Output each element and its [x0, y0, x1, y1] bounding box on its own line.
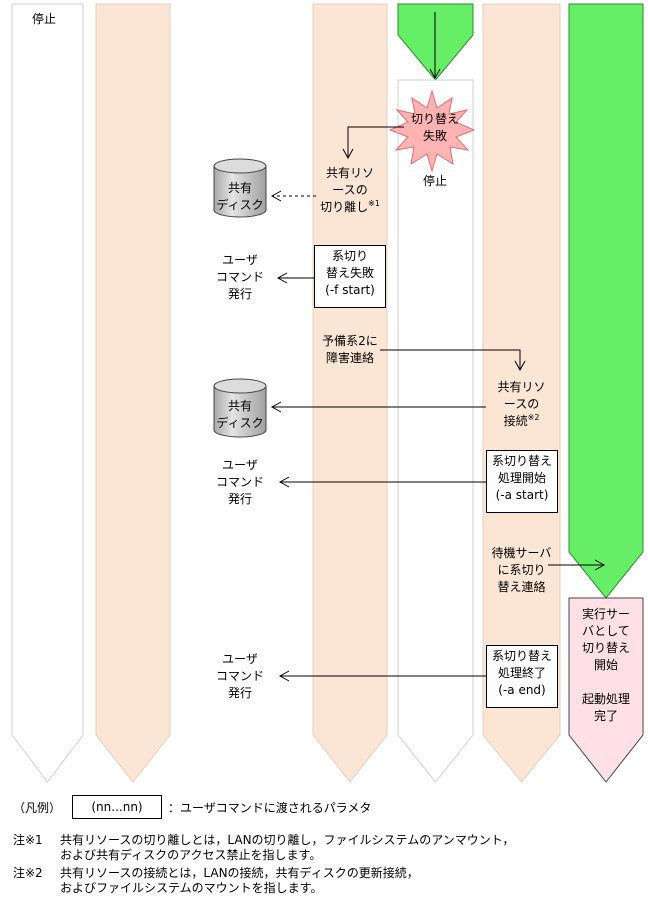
notify-wait-server-text: 待機サーバ に系切り 替え連絡 — [491, 546, 552, 594]
failover-start-box: 系切り替え 処理開始 (-a start) — [486, 450, 558, 513]
note-1-text: 共有リソースの切り離しとは，LANの切り離し，ファイルシステムのアンマウント， … — [60, 833, 515, 862]
failover-failed-starburst — [388, 89, 476, 173]
note-2-mark: 注※2 — [13, 866, 43, 880]
stop-label-top: 停止 — [32, 12, 57, 26]
lane-server-4 — [397, 79, 474, 783]
note-ref-2: ※2 — [527, 413, 540, 422]
legend-label: （凡例） — [13, 801, 62, 815]
arrow-notify-standby2 — [380, 349, 526, 372]
stop-label-mid: 停止 — [422, 174, 447, 188]
failover-end-box: 系切り替え 処理終了 (-a end) — [486, 645, 558, 708]
user-command-label-2: ユーザ コマンド 発行 — [215, 458, 264, 506]
active-server-text: 実行サー バとして 切り替え 開始 起動処理 完了 — [581, 607, 630, 723]
shared-disk-1-icon — [213, 158, 267, 218]
lane-server-1 — [11, 3, 84, 783]
active-server-box — [568, 597, 644, 783]
user-command-label-3: ユーザ コマンド 発行 — [215, 652, 264, 700]
legend-description: ：ユーザコマンドに渡されるパラメタ — [168, 801, 372, 815]
failover-failed-label: 切り替え 失敗 — [410, 112, 459, 143]
connect-resources-text: 共有リソ ースの 接続※2 — [497, 380, 546, 428]
failover-failed-box: 系切り 替え失敗 (-f start) — [314, 245, 386, 308]
legend-sample-box: (nn...nn) — [72, 795, 162, 819]
shared-disk-1-label: 共有 ディスク — [216, 181, 264, 212]
notify-standby2-text: 予備系2に 障害連絡 — [322, 334, 378, 365]
shared-disk-2-icon — [213, 378, 267, 438]
detach-resources-text: 共有リソ ースの 切り離し※1 — [320, 166, 380, 214]
note-2-text: 共有リソースの接続とは，LANの接続，共有ディスクの更新接続， およびファイルシ… — [60, 866, 419, 895]
note-ref-1: ※1 — [368, 199, 380, 208]
arrow-failover-to-detach — [342, 126, 404, 160]
lane-server-6-head — [568, 3, 644, 599]
shared-disk-2-label: 共有 ディスク — [216, 399, 264, 430]
user-command-label-1: ユーザ コマンド 発行 — [215, 253, 264, 301]
lane-server-2 — [95, 3, 171, 783]
lane-server-5 — [482, 3, 561, 783]
lane-server-3 — [312, 3, 388, 783]
note-1-mark: 注※1 — [13, 833, 43, 847]
